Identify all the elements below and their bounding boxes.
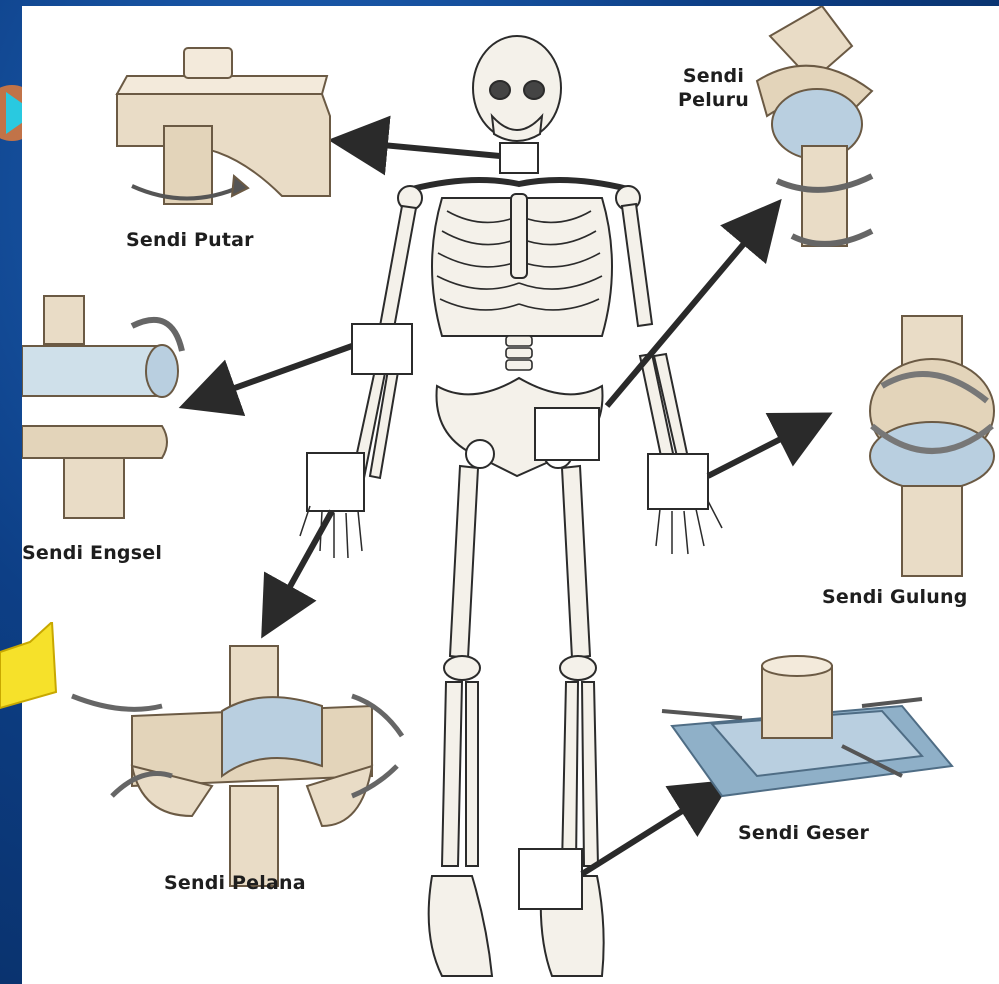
saddle-joint-model (72, 646, 402, 886)
pivot-joint-model (117, 48, 330, 204)
label-sendi-peluru: Sendi Peluru (678, 64, 749, 112)
hinge-joint-model (22, 296, 182, 518)
label-sendi-geser: Sendi Geser (738, 822, 869, 844)
label-sendi-gulung: Sendi Gulung (822, 586, 968, 608)
label-sendi-putar: Sendi Putar (126, 229, 254, 251)
skeleton (300, 36, 722, 976)
plane-joint-model (662, 656, 952, 796)
label-sendi-pelana: Sendi Pelana (164, 872, 306, 894)
yellow-pointer-arrow-icon (0, 622, 60, 712)
label-sendi-peluru-line1: Sendi (678, 64, 749, 88)
diagram-panel: Sendi Putar Sendi Peluru Sendi Engsel Se… (22, 6, 999, 984)
label-sendi-engsel: Sendi Engsel (22, 542, 162, 564)
condyloid-joint-model (870, 316, 994, 576)
label-sendi-peluru-line2: Peluru (678, 88, 749, 112)
